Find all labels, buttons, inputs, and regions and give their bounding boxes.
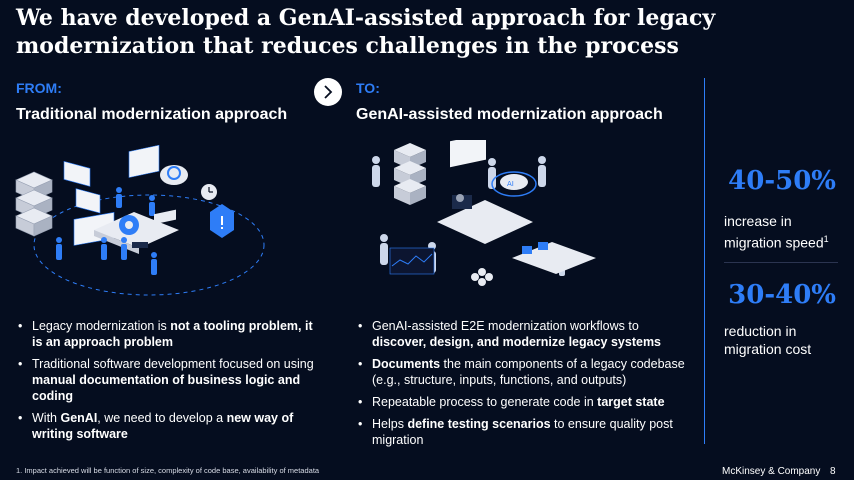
stat-desc-cost: reduction in migration cost: [724, 323, 812, 357]
stat-desc-speed: increase in migration speed1: [724, 213, 829, 251]
to-bullet-list: GenAI-assisted E2E modernization workflo…: [356, 318, 696, 454]
from-heading: Traditional modernization approach: [16, 106, 288, 123]
server-people-illustration: [15, 144, 265, 296]
from-bullet-2: Traditional software development focused…: [16, 356, 316, 404]
from-label: FROM:: [16, 80, 62, 96]
stat-value-cost: 30-40%: [728, 280, 836, 310]
brand-name: McKinsey & Company: [722, 466, 821, 477]
to-heading: GenAI-assisted modernization approach: [356, 106, 663, 123]
page-number: 8: [830, 466, 836, 477]
from-bullet-list: Legacy modernization is not a tooling pr…: [16, 318, 316, 448]
to-bullet-2: Documents the main components of a legac…: [356, 356, 696, 388]
from-bullet-1: Legacy modernization is not a tooling pr…: [16, 318, 316, 350]
footnote: 1. Impact achieved will be function of s…: [16, 466, 320, 475]
from-bullet-3: With GenAI, we need to develop a new way…: [16, 410, 316, 442]
to-bullet-3: Repeatable process to generate code in t…: [356, 394, 696, 410]
to-bullet-1: GenAI-assisted E2E modernization workflo…: [356, 318, 696, 350]
page-title: We have developed a GenAI-assisted appro…: [16, 5, 716, 59]
robots-ai-illustration: AI: [372, 140, 596, 286]
to-label: TO:: [356, 80, 380, 96]
to-bullet-4: Helps define testing scenarios to ensure…: [356, 416, 696, 448]
stat-divider: [724, 262, 838, 263]
chevron-right-icon: [314, 78, 342, 106]
footnote-marker: 1: [823, 234, 829, 244]
divider-line: [704, 78, 705, 444]
stat-value-speed: 40-50%: [728, 166, 836, 196]
svg-text:AI: AI: [507, 180, 514, 188]
